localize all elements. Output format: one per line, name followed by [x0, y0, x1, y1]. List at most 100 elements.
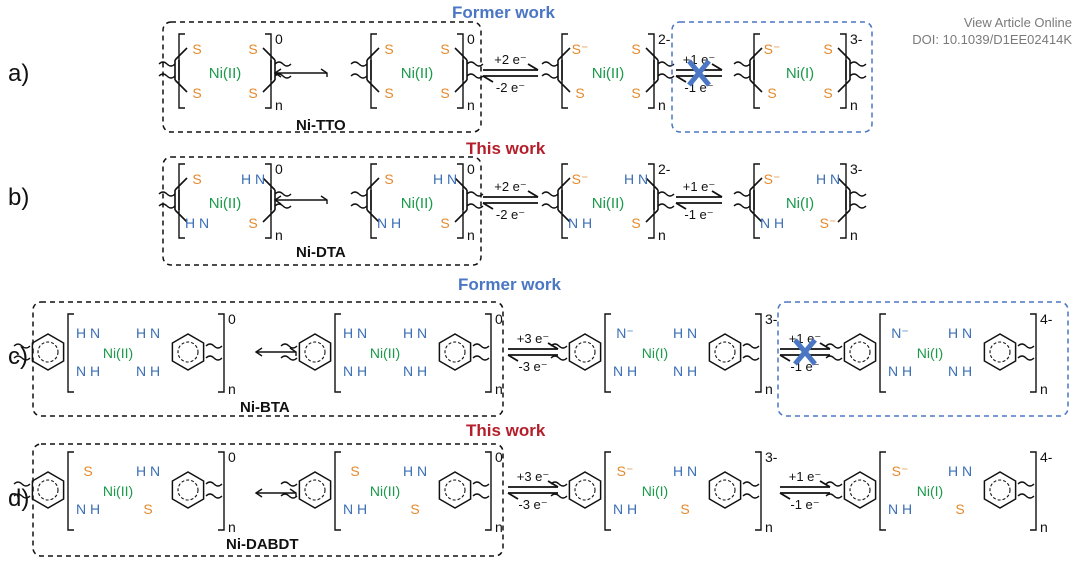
row-b-struct1-atom-tl: S	[192, 171, 201, 187]
row-d-struct1-atom-tr: H N	[136, 463, 160, 479]
row-d-struct4-n: n	[1040, 519, 1048, 535]
row-d-struct4-ring-right	[983, 471, 1017, 509]
row-d-struct1-bracket-left	[67, 451, 74, 531]
row-c-struct3-charge: 3-	[765, 311, 778, 327]
row-d-struct3-ring-left	[568, 471, 602, 509]
row-a-struct3-metal: Ni(II)	[592, 65, 625, 82]
row-c-struct3-ring-right	[708, 333, 742, 371]
row-b-struct4-metal: Ni(I)	[786, 195, 814, 212]
row-d-struct4-atom-bl: N H	[888, 501, 912, 517]
row-b-struct4-atom-br: S⁻	[820, 215, 837, 231]
row-b-struct1-left-down	[174, 209, 188, 223]
row-d-resonance-arrow-head-right	[289, 488, 297, 497]
row-d-struct4-chain-left-top	[825, 481, 843, 487]
doi-text: DOI: 10.1039/D1EE02414K	[912, 32, 1072, 47]
row-a-resonance-arrow-head-right	[320, 68, 328, 77]
row-d-struct1-chain-left-top	[13, 481, 31, 487]
label-b: b)	[8, 184, 30, 211]
row-c-struct4-n: n	[1040, 381, 1048, 397]
row-b-step2-arrow-backward-head	[675, 202, 687, 210]
row-c-struct1-atom-br: N H	[136, 363, 160, 379]
row-a-struct2-right-up	[454, 47, 468, 61]
row-c-struct1-n: n	[228, 381, 236, 397]
row-d-step2-arrow-label-bottom: -1 e⁻	[790, 497, 819, 512]
row-a-struct2-chain-right-bottom	[466, 73, 484, 79]
row-d-struct4-bracket-left	[879, 451, 886, 531]
row-a-struct4-atom-br: S	[823, 85, 832, 101]
row-d-struct1-chain-right-top	[205, 481, 223, 487]
row-a-struct3-right-up	[645, 47, 659, 61]
row-a-struct3-chain-right-bottom	[657, 73, 675, 79]
row-c-struct3-atom-br: N H	[673, 363, 697, 379]
row-d-step2-arrow-forward-head	[819, 480, 831, 488]
row-d-struct4-atom-tl: S⁻	[892, 463, 909, 479]
row-d-struct3-ring-right-aromatic	[714, 479, 736, 501]
row-b-struct3-left-down	[557, 209, 571, 223]
row-d-struct2-ring-right-aromatic	[444, 479, 466, 501]
row-d-resonance-arrow-head-left	[254, 488, 263, 498]
row-c-step2-arrow-blocked-x-icon	[793, 338, 817, 366]
row-c-struct1-bracket-left	[67, 313, 74, 393]
row-b-struct3-atom-tr: H N	[624, 171, 648, 187]
row-d-struct3-bracket-left	[604, 451, 611, 531]
row-b-struct1-right-up	[262, 177, 276, 191]
row-a-struct2-left-up	[366, 47, 380, 61]
row-d-struct3-ring-right	[708, 471, 742, 509]
view-article-link[interactable]: View Article Online	[963, 15, 1072, 30]
row-a-struct1-atom-tl: S	[192, 41, 201, 57]
row-b-struct4-right-up	[837, 177, 851, 191]
row-d-struct2-ring-right	[438, 471, 472, 509]
row-d-struct3-chain-right-bottom	[742, 493, 760, 499]
row-a-struct4-right-down	[837, 79, 851, 93]
row-a-struct3-atom-br: S	[631, 85, 640, 101]
row-c-struct3-atom-tl: N⁻	[616, 325, 634, 341]
row-c-struct3-chain-right-bottom	[742, 355, 760, 361]
row-c-struct2-chain-left-top	[280, 343, 298, 349]
row-b-struct1-chain-right-bottom	[274, 203, 292, 209]
row-c-struct2-atom-tr: H N	[403, 325, 427, 341]
row-c-resonance-arrow-head-right	[289, 347, 297, 356]
label-a: a)	[8, 60, 30, 87]
row-d-struct1-atom-br: S	[143, 501, 152, 517]
row-d-struct1-ring-left	[31, 471, 65, 509]
row-a-struct4-chain-left-bottom	[733, 73, 751, 79]
row-c-struct2-ring-left	[298, 333, 332, 371]
row-d-struct2-chain-right-top	[472, 481, 490, 487]
row-d-struct3-ring-left-aromatic	[574, 479, 596, 501]
row-a-struct1-charge: 0	[275, 31, 283, 47]
row-a-struct2-atom-tl: S	[384, 41, 393, 57]
row-c-struct2-chain-right-top	[472, 343, 490, 349]
row-a-struct2-chain-left-top	[350, 61, 368, 67]
row-d-struct4-metal: Ni(I)	[917, 483, 943, 499]
row-b-struct3-bracket-right	[648, 163, 655, 239]
row-b-struct3-right-up	[645, 177, 659, 191]
row-d-struct4-charge: 4-	[1040, 449, 1053, 465]
row-a-struct4-atom-tl: S⁻	[764, 41, 781, 57]
row-c-struct3-n: n	[765, 381, 773, 397]
row-a-step2-arrow-label-top: +1 e⁻	[683, 52, 716, 67]
row-b-resonance-arrow-head-right	[320, 195, 328, 204]
row-a-struct1-metal: Ni(II)	[209, 65, 242, 82]
row-a-struct1-n: n	[275, 97, 283, 113]
row-c-struct3-chain-right-top	[742, 343, 760, 349]
row-d-struct2-atom-tr: H N	[403, 463, 427, 479]
row-d-struct2-metal: Ni(II)	[370, 483, 400, 499]
row-c-struct3-ring-right-aromatic	[714, 341, 736, 363]
row-c-struct1-atom-tl: H N	[76, 325, 100, 341]
row-a-struct4-bracket-right	[840, 33, 847, 109]
row-d-step2-arrow-label-top: +1 e⁻	[789, 469, 822, 484]
row-b-struct1-chain-left-bottom	[158, 203, 176, 209]
row-c-step1-arrow-label-bottom: -3 e⁻	[518, 359, 547, 374]
row-b-struct4-n: n	[850, 227, 858, 243]
row-b-struct4-left-down	[749, 209, 763, 223]
row-d-struct2-charge: 0	[495, 449, 503, 465]
row-c-struct4-ring-right	[983, 333, 1017, 371]
row-b-resonance-arrow-head-left	[273, 195, 282, 205]
row-c-struct2-ring-right-aromatic	[444, 341, 466, 363]
row-c-struct1-chain-left-top	[13, 343, 31, 349]
row-c-struct2-ring-right	[438, 333, 472, 371]
row-c-struct4-ring-left-aromatic	[849, 341, 871, 363]
row-d-struct2-chain-right-bottom	[472, 493, 490, 499]
row-c-struct4-atom-tl: N⁻	[891, 325, 909, 341]
row-b-struct2-atom-tr: H N	[433, 171, 457, 187]
